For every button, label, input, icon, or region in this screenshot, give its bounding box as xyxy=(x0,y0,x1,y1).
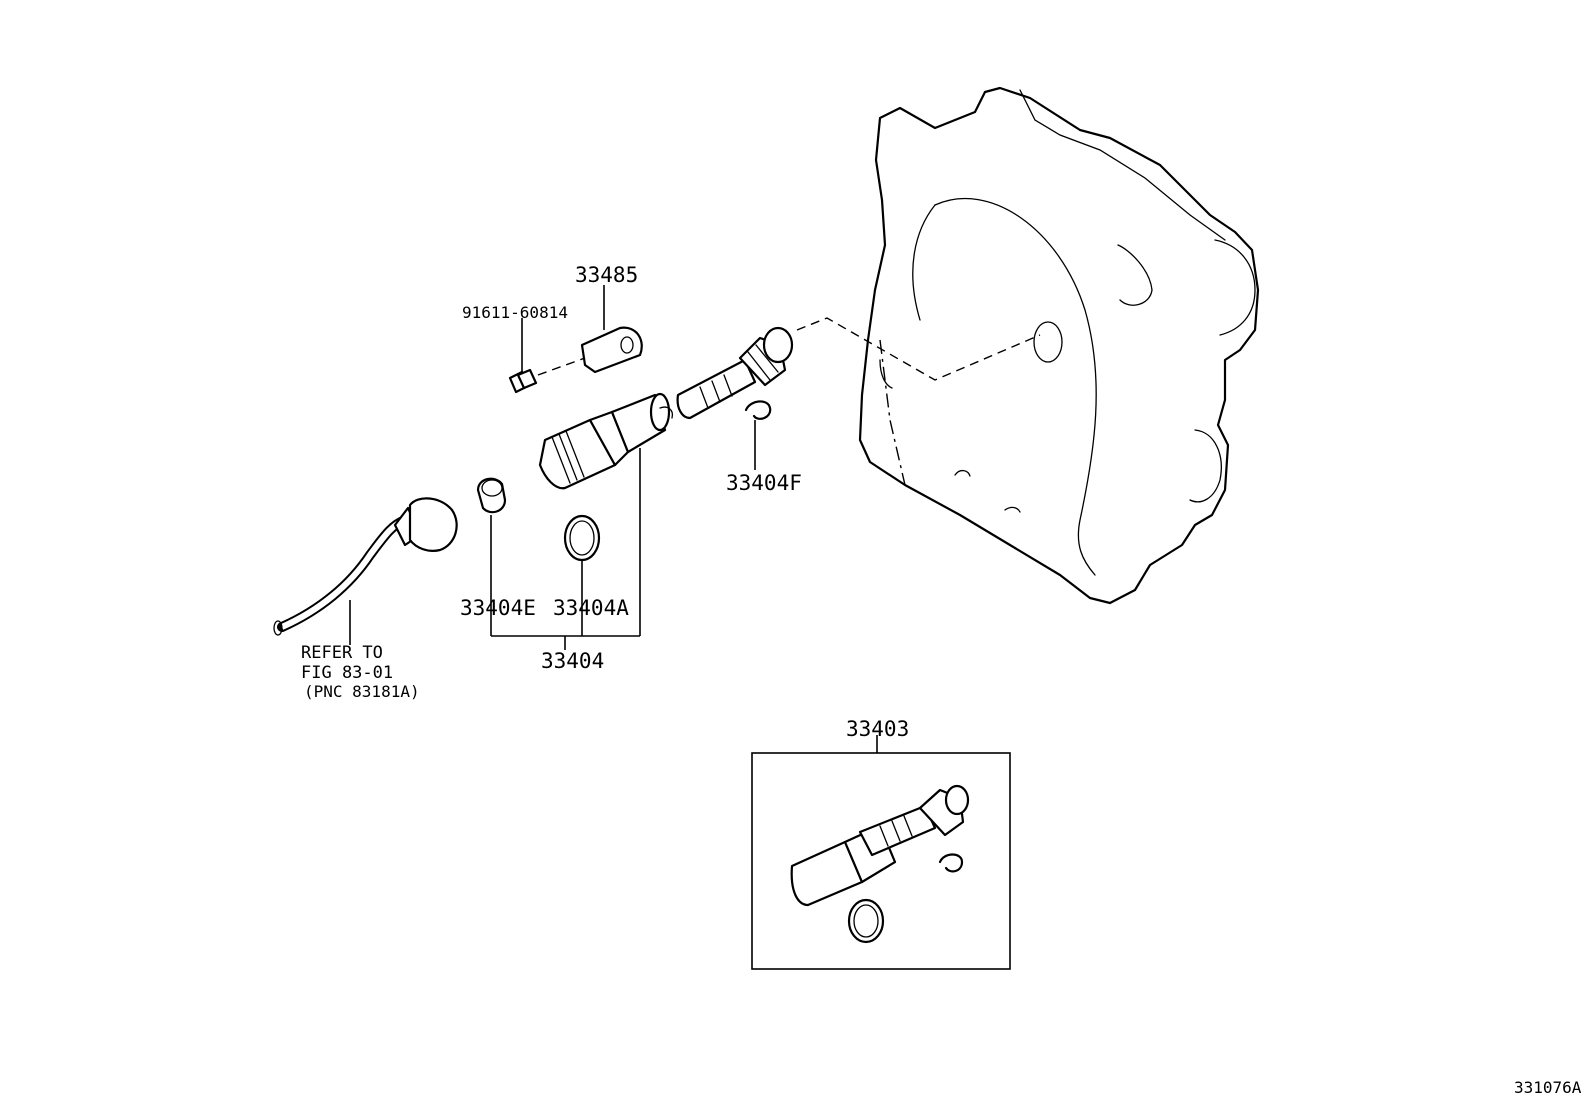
label-91611-60814: 91611-60814 xyxy=(462,303,568,322)
label-33404: 33404 xyxy=(541,649,604,673)
refer-to-line-1: REFER TO xyxy=(301,643,383,663)
assembly-33403-illustration xyxy=(790,784,970,944)
label-33404E: 33404E xyxy=(460,596,536,620)
label-33485: 33485 xyxy=(575,263,638,287)
driven-gear-sleeve xyxy=(538,392,674,490)
label-33404A: 33404A xyxy=(553,596,629,620)
centerline-housing-edge xyxy=(879,339,961,516)
bolt-91611 xyxy=(508,368,538,394)
driven-gear xyxy=(676,326,794,420)
figure-id: 331076A xyxy=(1514,1078,1582,1097)
lock-plate-33485 xyxy=(580,326,643,374)
refer-to-line-3: (PNC 83181A) xyxy=(304,682,420,701)
label-33403: 33403 xyxy=(846,717,909,741)
oil-seal-33404E xyxy=(476,477,507,514)
leader-lines xyxy=(349,285,878,753)
transmission-housing xyxy=(858,86,1260,605)
label-33404F: 33404F xyxy=(726,471,802,495)
refer-to-line-2: FIG 83-01 xyxy=(301,663,393,683)
clip-33404F xyxy=(744,400,772,420)
assembly-box-33403 xyxy=(751,752,1011,970)
speedometer-cable xyxy=(273,497,458,636)
